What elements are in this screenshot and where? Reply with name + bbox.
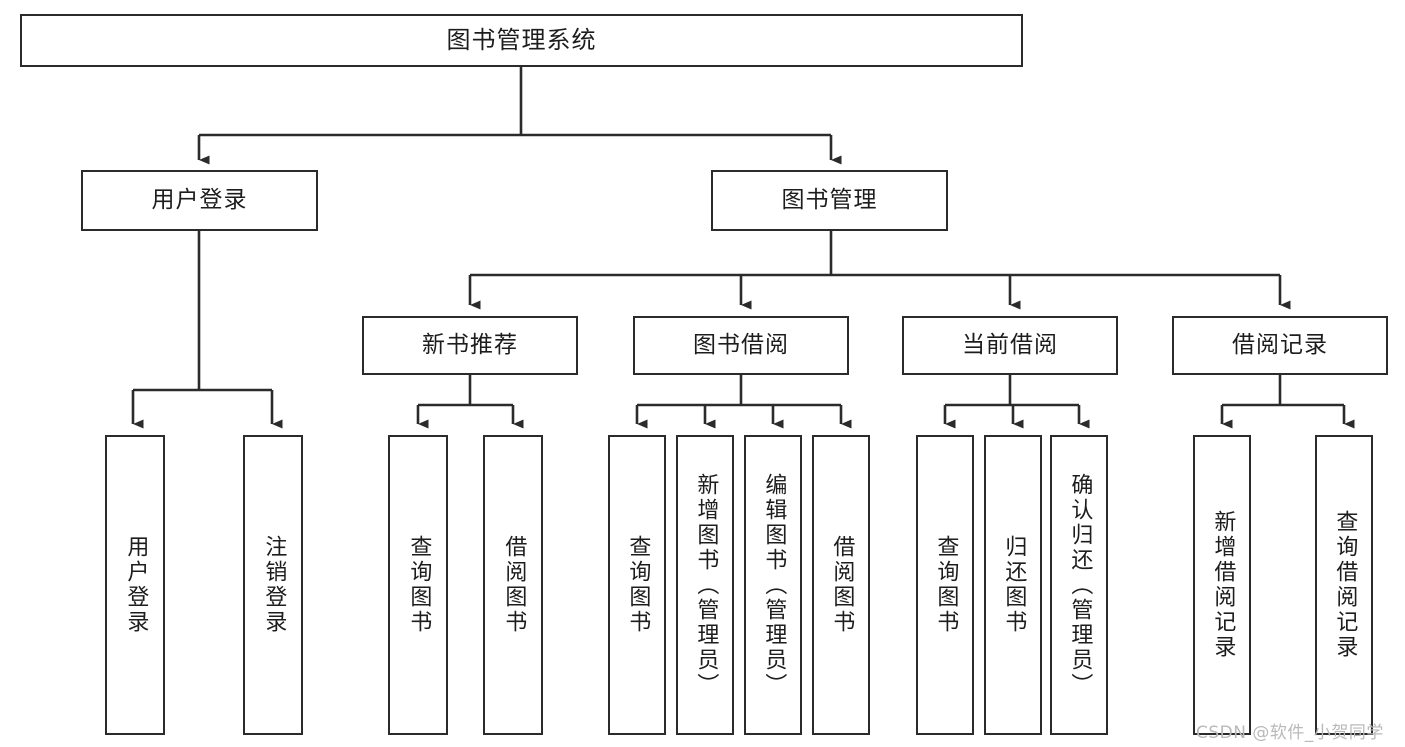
node-book-management[interactable]: 图书管理 — [711, 170, 948, 231]
node-new-book-recommendation[interactable]: 新书推荐 — [362, 316, 578, 375]
node-leaf-query-books-borrow[interactable]: 查询图书 — [608, 435, 666, 735]
node-label: 借阅图书 — [829, 535, 855, 635]
node-leaf-query-borrow-record[interactable]: 查询借阅记录 — [1315, 435, 1373, 735]
node-leaf-return-book[interactable]: 归还图书 — [984, 435, 1042, 735]
node-leaf-add-borrow-record[interactable]: 新增借阅记录 — [1193, 435, 1251, 735]
node-leaf-edit-book-admin[interactable]: 编辑图书（管理员） — [744, 435, 802, 735]
node-leaf-add-book-admin[interactable]: 新增图书（管理员） — [676, 435, 734, 735]
node-label: 查询图书 — [625, 535, 651, 635]
node-label: 编辑图书（管理员） — [761, 472, 787, 698]
node-label: 查询借阅记录 — [1332, 510, 1358, 660]
node-label: 查询图书 — [406, 535, 432, 635]
node-label: 图书管理系统 — [446, 26, 597, 55]
node-leaf-borrow-book[interactable]: 借阅图书 — [812, 435, 870, 735]
node-leaf-logout[interactable]: 注销登录 — [243, 435, 303, 735]
node-leaf-borrow-books-rec[interactable]: 借阅图书 — [483, 435, 543, 735]
node-leaf-user-login[interactable]: 用户登录 — [105, 435, 165, 735]
node-label: 查询图书 — [933, 535, 959, 635]
node-label: 用户登录 — [151, 186, 248, 213]
node-label: 新书推荐 — [422, 331, 518, 358]
node-label: 用户登录 — [123, 535, 149, 635]
node-label: 新增借阅记录 — [1210, 510, 1236, 660]
node-book-borrow[interactable]: 图书借阅 — [633, 316, 849, 375]
node-label: 借阅记录 — [1232, 331, 1328, 358]
node-label: 当前借阅 — [962, 331, 1058, 358]
node-borrow-records[interactable]: 借阅记录 — [1172, 316, 1388, 375]
node-leaf-query-books-rec[interactable]: 查询图书 — [388, 435, 448, 735]
csdn-watermark: CSDN @软件_小贺同学 — [1196, 723, 1384, 743]
node-label: 注销登录 — [261, 535, 287, 635]
node-label: 图书管理 — [781, 186, 878, 213]
node-current-borrow[interactable]: 当前借阅 — [902, 316, 1118, 375]
node-user-login[interactable]: 用户登录 — [81, 170, 318, 231]
node-label: 图书借阅 — [693, 331, 789, 358]
node-label: 确认归还（管理员） — [1067, 472, 1093, 698]
node-label: 归还图书 — [1001, 535, 1027, 635]
node-label: 借阅图书 — [501, 535, 527, 635]
node-label: 新增图书（管理员） — [693, 472, 719, 698]
node-leaf-confirm-return-admin[interactable]: 确认归还（管理员） — [1050, 435, 1108, 735]
node-root-book-management-system[interactable]: 图书管理系统 — [20, 14, 1023, 67]
node-leaf-query-books-current[interactable]: 查询图书 — [916, 435, 974, 735]
